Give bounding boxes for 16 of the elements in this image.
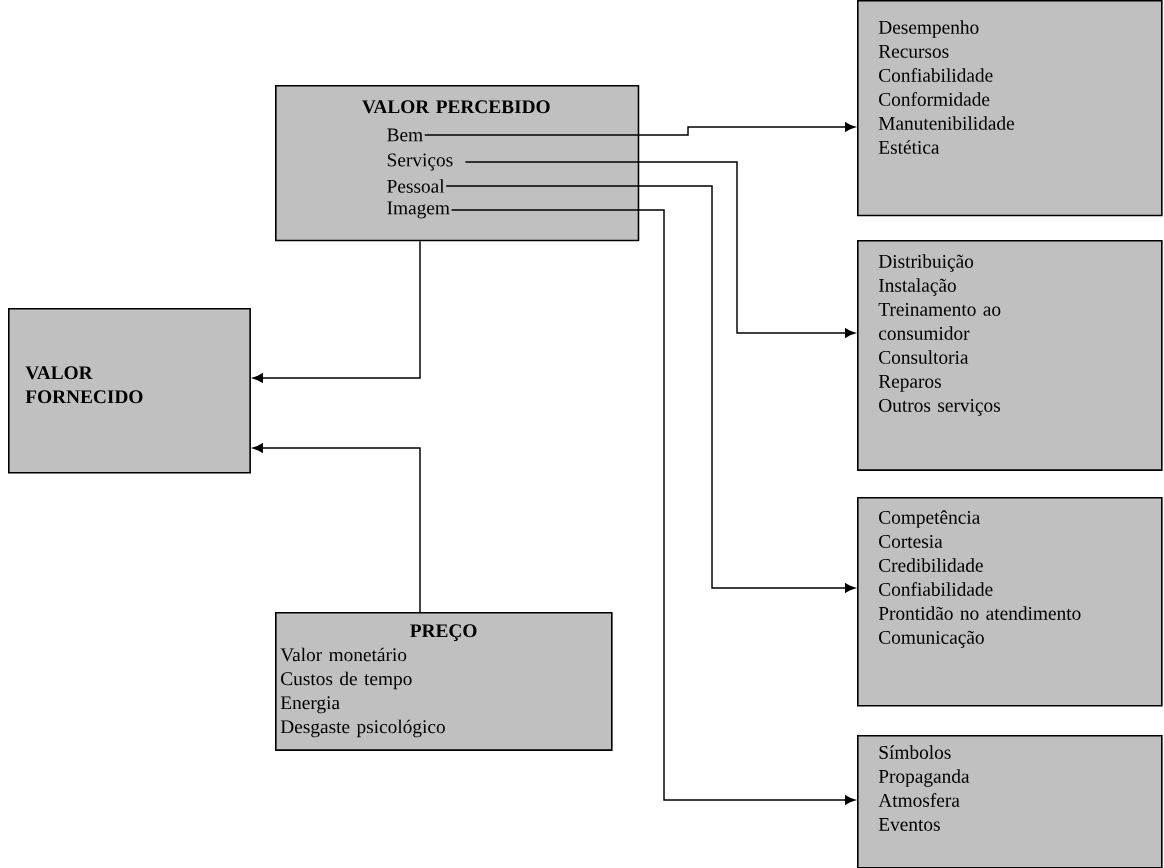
text-box: Distribuição Instalação Treinamento ao consumidor Consultoria Reparos Outros serviços (857, 240, 1163, 471)
item-label: Imagem (387, 201, 450, 219)
arrow (445, 185, 856, 593)
title-box: VALOR FORNECIDO (8, 308, 251, 474)
arrow (252, 443, 421, 613)
item-label: Serviços (387, 153, 453, 171)
arrow (450, 209, 856, 805)
arrow (252, 240, 421, 383)
item-label: Pessoal (387, 179, 445, 193)
arrow (464, 161, 856, 338)
title-box: PREÇO Valor monetário Custos de tempo Energia Desgaste psicológico (275, 612, 613, 751)
text-box: Símbolos Propaganda Atmosfera Eventos (857, 735, 1163, 868)
text-box: Competência Cortesia Credibilidade Confiabilidade Prontidão no atendimento Comunicação (857, 497, 1163, 707)
item-label: Bem (387, 128, 423, 142)
text-box: Desempenho Recursos Confiabilidade Conformidade Manutenibilidade Estética (857, 0, 1163, 217)
arrow (424, 122, 856, 136)
